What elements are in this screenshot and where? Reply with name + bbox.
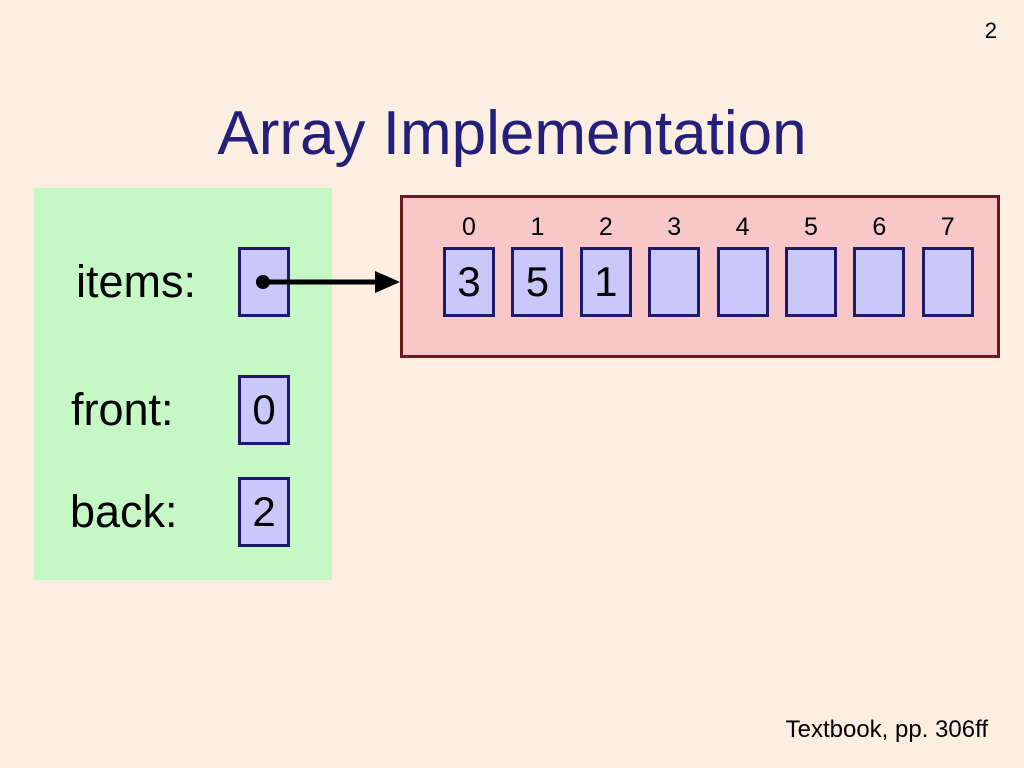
array-cell: 1 [579,247,632,317]
slide-number: 2 [984,18,997,43]
variables-panel: items: front: 0 back: 2 [34,188,332,580]
pointer-arrow-head [375,271,400,293]
front-value: 0 [252,386,276,433]
array-panel: 0 1 2 3 4 5 6 7 3 5 1 [400,195,1000,358]
array-index: 6 [872,213,887,241]
array-cell: 3 [443,247,495,317]
front-value-box: 0 [238,375,290,445]
front-label: front: [71,384,174,435]
array-index: 2 [598,213,613,241]
pointer-dot [256,275,270,289]
array-index: 5 [804,213,818,241]
array-cell [853,247,906,317]
array-index: 7 [940,213,955,241]
array-cell [921,247,974,317]
array-index: 3 [667,213,682,241]
index-row: 0 1 2 3 4 5 6 7 [443,215,974,240]
back-value-box: 2 [238,477,290,547]
array-index: 1 [530,213,545,241]
items-label: items: [76,256,197,307]
cell-row: 3 5 1 [443,247,974,317]
array-index: 0 [462,213,476,241]
array-cell: 5 [511,247,564,317]
slide-title: Array Implementation [217,99,807,168]
array-cell [716,247,769,317]
back-value: 2 [252,488,276,535]
array-cell [648,247,701,317]
back-label: back: [70,486,178,537]
array-index: 4 [735,213,750,241]
pointer-arrow [256,271,400,293]
array-cell [784,247,837,317]
footer-citation: Textbook, pp. 306ff [785,716,988,743]
